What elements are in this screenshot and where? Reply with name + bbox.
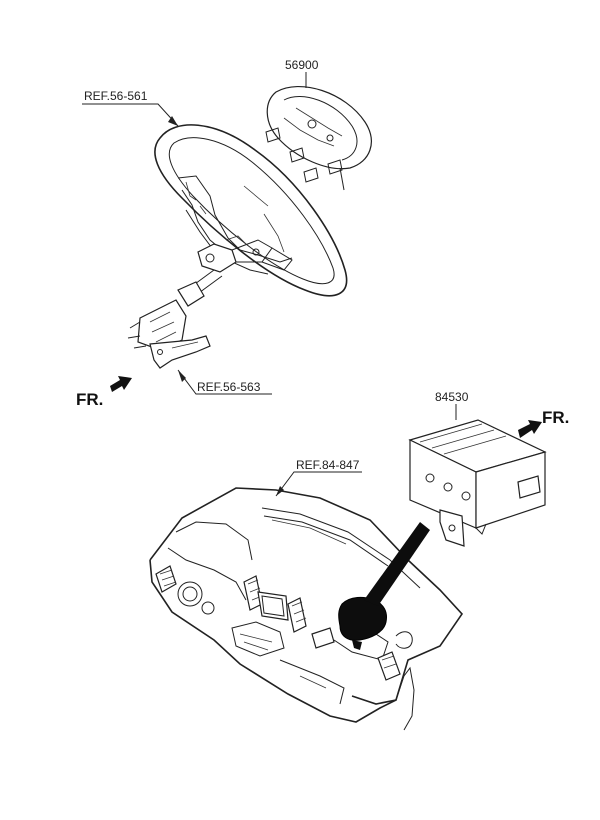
front-direction-arrow-left: FR. bbox=[76, 376, 132, 409]
crash-pad-dashboard bbox=[149, 487, 464, 731]
label-steering-wheel-ref: REF.56-561 bbox=[84, 89, 148, 103]
label-steering-column-ref: REF.56-563 bbox=[197, 380, 261, 394]
leader-lines bbox=[82, 72, 457, 497]
front-direction-label-right: FR. bbox=[542, 408, 569, 427]
steering-wheel bbox=[154, 124, 348, 297]
driver-airbag-module bbox=[265, 85, 372, 191]
front-direction-arrow-right: FR. bbox=[518, 408, 569, 438]
front-direction-label-left: FR. bbox=[76, 390, 103, 409]
label-passenger-airbag: 84530 bbox=[435, 390, 469, 404]
label-driver-airbag: 56900 bbox=[285, 58, 319, 72]
steering-column-assembly bbox=[127, 269, 223, 369]
label-crash-pad-ref: REF.84-847 bbox=[296, 458, 360, 472]
passenger-airbag-module bbox=[408, 419, 547, 547]
